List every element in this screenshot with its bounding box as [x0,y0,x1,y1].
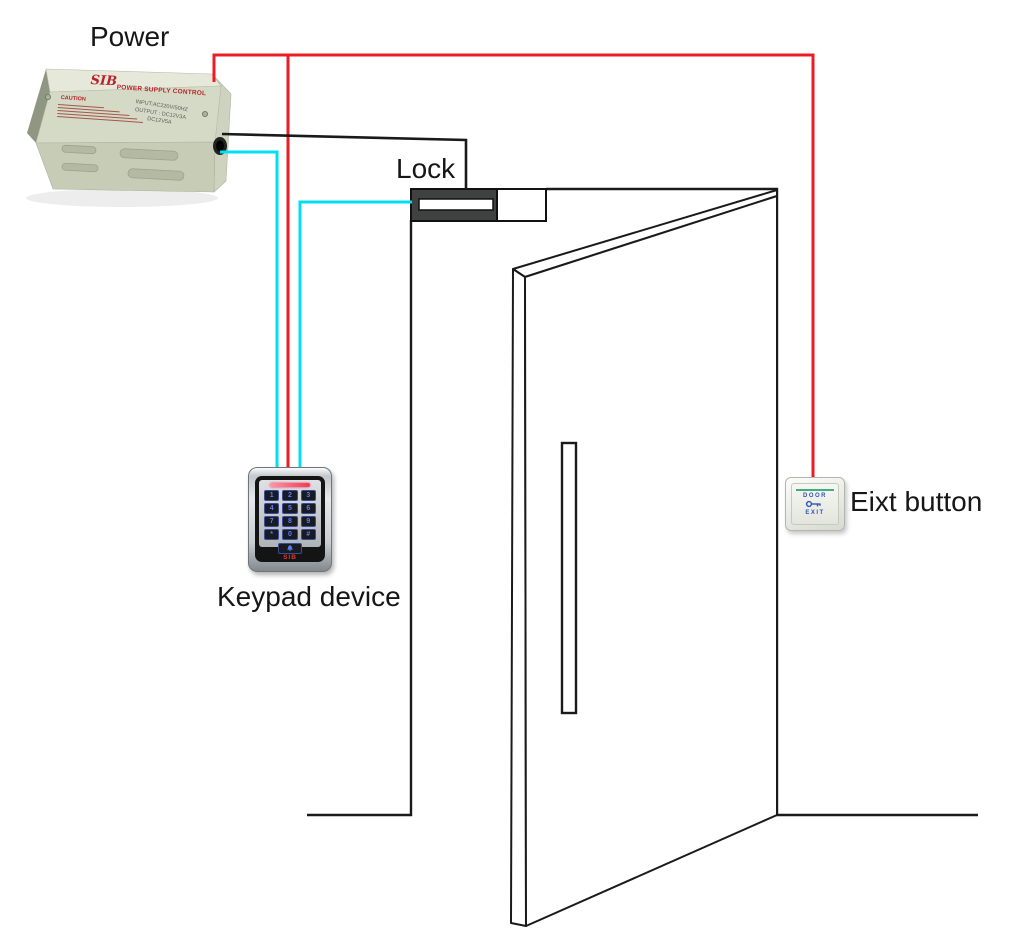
key-icon [805,500,821,508]
exit-button-exit-text: EXIT [805,510,825,516]
key-1: 1 [264,490,280,501]
key-4: 4 [264,503,280,514]
key-0: 0 [282,529,298,540]
wire-cyan-power-to-keypad [220,150,279,467]
door-left-edge [510,268,527,927]
exit-button-device: DOOR EXIT [785,477,845,531]
key-8: 8 [282,516,298,527]
power-box-shadow [26,189,218,207]
exit-button-plate: DOOR EXIT [791,483,839,525]
magnetic-lock [410,188,547,222]
screw [45,94,52,101]
wire-black-power-to-lock [221,132,468,189]
vent-slot [119,148,179,161]
door-handle [560,441,578,715]
lock-slot [418,198,494,211]
power-box-left-face [27,69,50,143]
wire-red-power-to-exit [212,53,815,477]
door-front-face [524,195,778,927]
keypad-led-indicator [270,483,310,487]
key-hash: # [300,529,316,540]
power-supply-brand: SIB [90,73,118,90]
wire-outlet-hole-inner [216,140,224,152]
bell-icon [287,545,293,552]
door [510,189,778,927]
key-2: 2 [282,490,298,501]
keypad-device: 1 2 3 4 5 6 7 8 9 * 0 # [248,467,332,572]
exit-button-green-line [796,489,834,491]
exit-button-door-text: DOOR [803,493,827,499]
key-6: 6 [300,503,316,514]
keypad-device-label: Keypad device [217,581,401,612]
keypad-panel: 1 2 3 4 5 6 7 8 9 * 0 # [259,480,321,554]
bell-key [278,543,302,554]
wire-cyan-keypad-to-lock [298,200,412,467]
vent-slot [61,162,99,173]
key-5: 5 [282,503,298,514]
screw [201,111,208,118]
key-3: 3 [300,490,316,501]
lock-label: Lock [396,153,456,184]
vent-slot [127,168,185,181]
keypad-brand: SIB [283,554,297,561]
exit-button-label: Eixt button [850,486,983,517]
keypad-bezel: 1 2 3 4 5 6 7 8 9 * 0 # [255,476,325,562]
keypad-keys: 1 2 3 4 5 6 7 8 9 * 0 # [264,490,316,540]
wall-left-line [307,220,413,817]
power-supply-box [26,68,232,207]
key-9: 9 [300,516,316,527]
key-7: 7 [264,516,280,527]
vent-slot [61,144,97,155]
lock-armature-plate [496,188,547,222]
power-label: Power [90,21,170,52]
key-star: * [264,529,280,540]
